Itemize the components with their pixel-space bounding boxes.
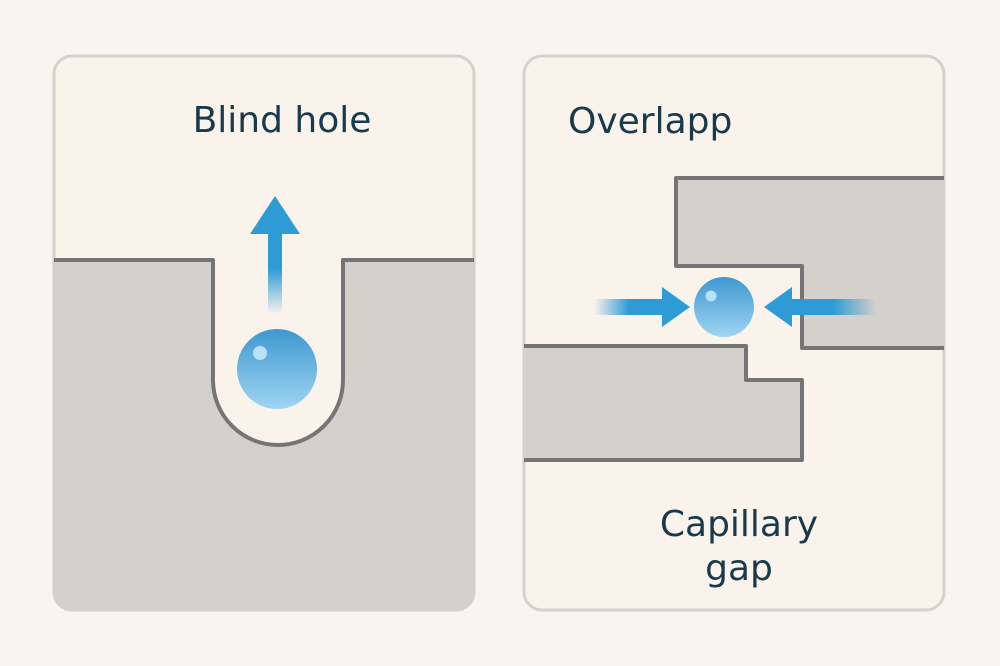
blind-hole-panel: Blind hole — [52, 54, 476, 612]
arrow-up-icon — [250, 196, 300, 314]
upper-plate-outline — [674, 176, 944, 350]
capillary-gap-caption-line2: gap — [705, 548, 773, 589]
blind-hole-title: Blind hole — [193, 100, 372, 141]
upper-plate — [676, 178, 944, 348]
overlap-title: Overlapp — [568, 101, 732, 142]
substrate-material — [54, 260, 474, 610]
arrow-right-icon — [594, 287, 690, 327]
lower-plate — [524, 346, 802, 460]
capillary-gap-caption-line1: Capillary — [660, 504, 818, 545]
hole-outline — [54, 258, 474, 447]
lower-plate-outline — [524, 344, 804, 462]
water-droplet-icon — [237, 329, 317, 409]
overlap-panel: Overlapp Capillary gap — [522, 54, 946, 612]
arrow-left-icon — [764, 287, 876, 327]
water-droplet-icon — [694, 277, 754, 337]
